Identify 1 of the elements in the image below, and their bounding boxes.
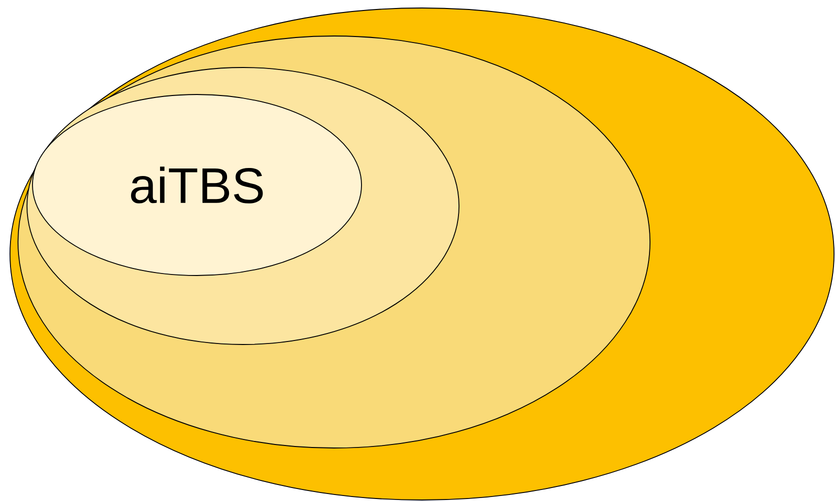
ellipse-label: aiTBS: [32, 94, 362, 276]
